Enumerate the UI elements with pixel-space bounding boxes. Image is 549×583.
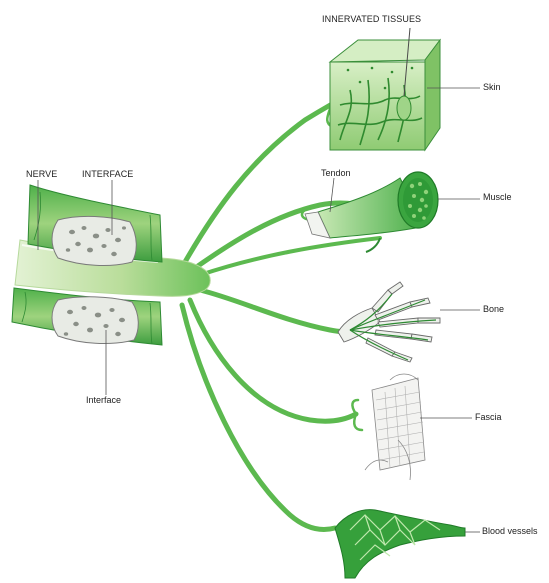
interface-top-label: INTERFACE (82, 169, 133, 179)
interface-bottom-label: Interface (86, 395, 121, 405)
skin-label: Skin (483, 82, 501, 92)
electrode-plate-bottom (52, 297, 138, 344)
skin-tissue-illustration (330, 28, 440, 150)
branch-to-bone (200, 290, 350, 332)
blood-vessels-illustration (335, 510, 465, 578)
nerve-label: NERVE (26, 169, 57, 179)
branch-to-blood-vessels (182, 305, 335, 529)
branch-to-skin (185, 104, 332, 262)
electrode-plate-top (52, 216, 136, 265)
muscle-label: Muscle (483, 192, 512, 202)
tendon-label: Tendon (321, 168, 351, 178)
bone-hand-illustration (338, 282, 440, 362)
innervated-tissues-heading: INNERVATED TISSUES (322, 14, 421, 24)
interface-sheath-bottom (12, 288, 162, 345)
nerve-branches (182, 95, 385, 530)
fascia-label: Fascia (475, 412, 502, 422)
fascia-illustration (365, 374, 425, 480)
bone-label: Bone (483, 304, 504, 314)
blood-vessels-label: Blood vessels (482, 526, 538, 536)
